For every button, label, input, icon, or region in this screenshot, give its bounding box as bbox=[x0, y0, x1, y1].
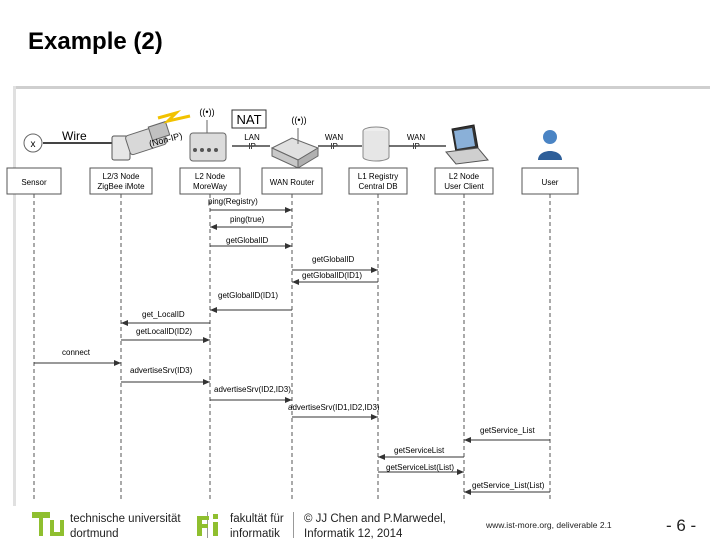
svg-text:WAN: WAN bbox=[407, 133, 426, 142]
laptop-icon bbox=[445, 124, 489, 165]
message-label: getGlobalID bbox=[312, 255, 354, 264]
message-label: getGlobalID bbox=[226, 236, 268, 245]
message-label: advertiseSrv(ID2,ID3) bbox=[214, 385, 291, 394]
x-node-icon: x bbox=[23, 133, 43, 153]
svg-text:((•)): ((•)) bbox=[291, 115, 306, 125]
fi-logo bbox=[193, 510, 225, 543]
lifeline-label: User bbox=[542, 178, 559, 187]
sensor-mote-icon bbox=[111, 120, 171, 161]
user-icon bbox=[538, 130, 562, 160]
title-rule bbox=[13, 86, 710, 89]
faculty-line-2: informatik bbox=[230, 528, 280, 540]
svg-text:LAN: LAN bbox=[244, 133, 260, 142]
message-label: getService_List bbox=[480, 426, 535, 435]
nat-box: NAT bbox=[231, 109, 267, 129]
lifeline-label: User Client bbox=[444, 182, 484, 191]
message-label: getServiceList(List) bbox=[386, 463, 454, 472]
lifeline-label: MoreWay bbox=[193, 182, 227, 191]
message-label: getGlobalID(ID1) bbox=[218, 291, 278, 300]
nat-label: NAT bbox=[236, 112, 261, 127]
lifeline-label: L2 Node bbox=[449, 172, 480, 181]
left-rule bbox=[13, 86, 16, 506]
lifeline-box bbox=[348, 167, 408, 195]
x-node-label: x bbox=[31, 139, 36, 150]
lifeline-box bbox=[179, 167, 241, 195]
lightning-icon bbox=[157, 110, 191, 124]
faculty-name: fakultät für informatik bbox=[230, 512, 284, 542]
message-label: advertiseSrv(ID3) bbox=[130, 366, 193, 375]
lifeline-box bbox=[261, 167, 323, 195]
message-label: ping(true) bbox=[230, 215, 265, 224]
uni-name: technische universität dortmund bbox=[70, 512, 181, 542]
uni-line-1: technische universität bbox=[70, 513, 181, 525]
lan-ip-label: LAN IP bbox=[244, 133, 260, 151]
lifeline-label: Central DB bbox=[358, 182, 397, 191]
wan-ip-label-2: WAN IP bbox=[407, 133, 426, 151]
footer-divider bbox=[293, 512, 294, 538]
tu-logo bbox=[30, 510, 66, 543]
faculty-line-1: fakultät für bbox=[230, 513, 284, 525]
lifeline-label: WAN Router bbox=[270, 178, 315, 187]
copyright-line-1: © JJ Chen and P.Marwedel, bbox=[304, 513, 446, 525]
message-label: getLocalID(ID2) bbox=[136, 327, 192, 336]
database-icon bbox=[362, 126, 390, 162]
slide-title: Example (2) bbox=[28, 28, 163, 55]
wan-router-icon: ((•)) bbox=[270, 115, 320, 169]
project-link[interactable]: www.ist-more.org, deliverable 2.1 bbox=[486, 520, 612, 530]
page-number: - 6 - bbox=[666, 516, 697, 535]
message-label: connect bbox=[62, 348, 91, 357]
gateway-device-icon: ((•)) bbox=[189, 107, 227, 162]
message-label: getGlobalID(ID1) bbox=[302, 271, 362, 280]
message-label: ping(Registry) bbox=[208, 197, 258, 206]
lifeline-box bbox=[6, 167, 62, 195]
lifeline-box bbox=[521, 167, 579, 195]
message-label: get_LocalID bbox=[142, 310, 185, 319]
svg-text:WAN: WAN bbox=[325, 133, 344, 142]
lifeline-label: L1 Registry bbox=[358, 172, 398, 181]
svg-text:((•)): ((•)) bbox=[199, 107, 214, 117]
wire-label: Wire bbox=[62, 129, 87, 143]
message-label: getServiceList bbox=[394, 446, 445, 455]
lifeline-label: ZigBee iMote bbox=[97, 182, 145, 191]
lifeline-label: L2 Node bbox=[195, 172, 226, 181]
message-label: getService_List(List) bbox=[472, 481, 545, 490]
lifeline-label: L2/3 Node bbox=[103, 172, 140, 181]
copyright: © JJ Chen and P.Marwedel, Informatik 12,… bbox=[304, 512, 446, 542]
lifeline-box bbox=[434, 167, 494, 195]
wan-ip-label-1: WAN IP bbox=[325, 133, 344, 151]
copyright-line-2: Informatik 12, 2014 bbox=[304, 528, 403, 540]
messages-group: ping(Registry) ping(true) getGlobalID getGl… bbox=[34, 197, 550, 495]
lifeline-label: Sensor bbox=[21, 178, 47, 187]
message-label: advertiseSrv(ID1,ID2,ID3) bbox=[288, 403, 380, 412]
uni-line-2: dortmund bbox=[70, 528, 119, 540]
